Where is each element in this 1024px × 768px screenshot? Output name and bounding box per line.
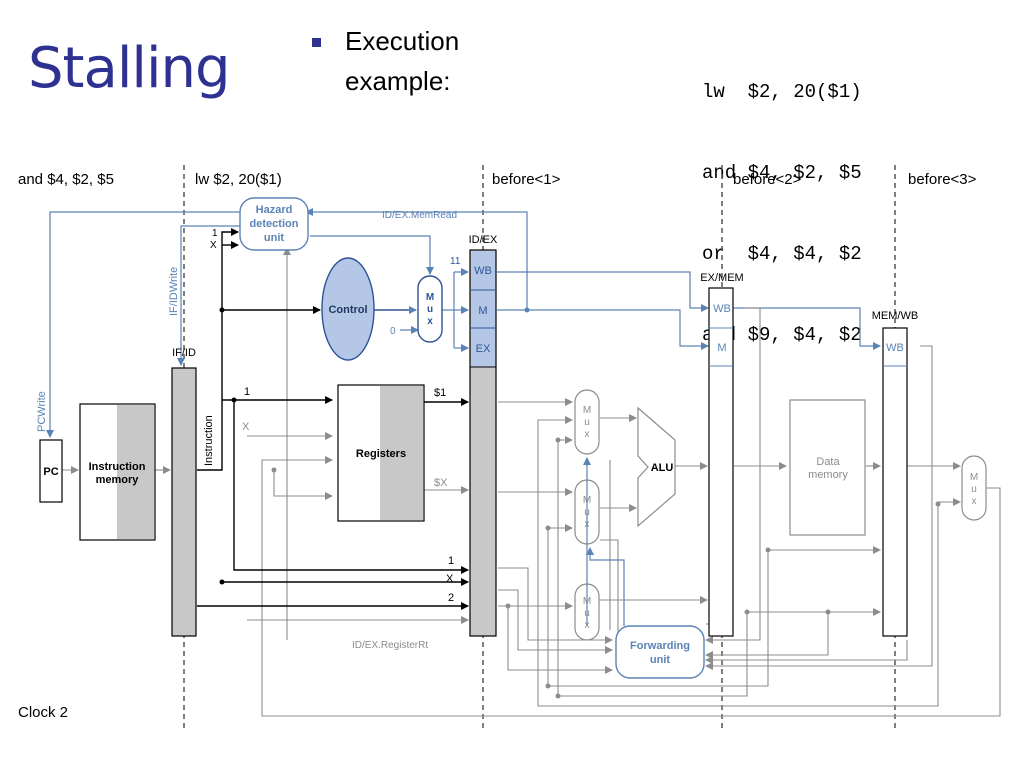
forwarding-label-2: unit — [650, 654, 670, 666]
control-mux-x: x — [427, 316, 433, 327]
id-ex-ex: EX — [476, 343, 491, 355]
ex-mem-label: EX/MEM — [700, 272, 743, 284]
id-ex-wb: WB — [474, 265, 492, 277]
reg-output-s1: $1 — [434, 387, 446, 399]
mem-wb-register — [882, 327, 908, 637]
clock-label: Clock 2 — [18, 704, 68, 721]
control-label: Control — [328, 304, 367, 316]
idex-registerrt-label: ID/EX.RegisterRt — [352, 640, 428, 651]
ex-mem-wb: WB — [713, 303, 731, 315]
ex-mem-register — [708, 287, 734, 637]
alu — [637, 406, 676, 528]
hazard-detection-unit — [239, 197, 309, 251]
instruction-label: Instruction — [203, 415, 215, 466]
bullet-text-line1: Execution — [345, 26, 460, 56]
stage-label-id: lw $2, 20($1) — [195, 171, 282, 188]
mem-wb-label: MEM/WB — [872, 310, 918, 322]
mux-input-11: 11 — [450, 256, 461, 267]
data-memory-label-1: Data — [816, 456, 840, 468]
id-ex-control-section — [471, 251, 495, 367]
control-mux-u: u — [427, 304, 433, 315]
hazard-label-2: detection — [250, 218, 299, 230]
code-line-2: and $4, $2, $5 — [702, 162, 862, 184]
bullet-marker — [312, 38, 321, 47]
reg-input-1: 1 — [244, 386, 250, 398]
alu-label: ALU — [651, 462, 674, 474]
field-value-2: 2 — [448, 592, 454, 604]
reg-input-x: X — [242, 421, 250, 433]
registers-label: Registers — [356, 448, 406, 460]
pcwrite-label: PCWrite — [36, 391, 48, 432]
instruction-memory-shade — [117, 405, 154, 539]
if-idwrite-label: IF/IDWrite — [168, 267, 180, 316]
hazard-wiring — [46, 208, 881, 438]
mux-top-u: u — [584, 417, 590, 428]
mux-top-m: M — [583, 405, 591, 416]
field-value-x: X — [446, 573, 454, 585]
alu-mux-top: M u x — [574, 389, 600, 455]
stage-label-ex: before<1> — [492, 171, 561, 188]
mux-top-x: x — [585, 429, 590, 440]
mem-wb-wb: WB — [886, 342, 904, 354]
mux-wb-m: M — [970, 472, 978, 483]
mux-wb-x: x — [972, 496, 977, 507]
data-memory-label-2: memory — [808, 469, 848, 481]
hazard-input-x: X — [210, 240, 217, 251]
register-file-shade — [380, 386, 423, 520]
hazard-label-1: Hazard — [256, 204, 293, 216]
datapath-junctions — [271, 437, 941, 699]
if-id-register — [171, 367, 197, 637]
slide-title: Stalling — [28, 36, 231, 101]
idex-memread-label: ID/EX.MemRead — [382, 210, 457, 221]
stage-label-mem: before<2> — [733, 171, 802, 188]
instruction-memory-label-1: Instruction — [89, 461, 146, 473]
code-line-3: or $4, $4, $2 — [702, 243, 862, 265]
fwd-select-b — [586, 547, 625, 626]
field-value-1: 1 — [448, 555, 454, 567]
control-unit — [321, 257, 375, 361]
hazard-label-3: unit — [264, 232, 284, 244]
datapath-wiring — [61, 247, 1001, 717]
if-id-label: IF/ID — [172, 347, 196, 359]
control-mux — [417, 275, 443, 343]
pc-register — [39, 439, 63, 503]
junction-dot — [524, 307, 530, 313]
stage-label-wb: before<3> — [908, 171, 977, 188]
hazard-input-1: 1 — [212, 228, 218, 239]
id-ex-label: ID/EX — [469, 234, 498, 246]
control-mux-m: M — [426, 292, 434, 303]
reg-output-sx: $X — [434, 477, 448, 489]
instruction-wiring — [197, 228, 469, 610]
id-ex-m: M — [478, 305, 487, 317]
code-line-1: lw $2, 20($1) — [702, 81, 862, 103]
mux-wb-u: u — [971, 484, 977, 495]
forwarding-unit — [615, 625, 705, 679]
pc-label: PC — [43, 466, 58, 478]
data-memory — [789, 399, 866, 536]
mux-input-0: 0 — [390, 326, 396, 337]
instruction-memory-label-2: memory — [96, 474, 140, 486]
forwarding-label-1: Forwarding — [630, 640, 690, 652]
bullet-text-line2: example: — [345, 66, 451, 96]
stage-label-if: and $4, $2, $5 — [18, 171, 114, 188]
writeback-mux: M u x — [961, 455, 987, 521]
ex-mem-m: M — [717, 342, 726, 354]
instruction-junctions — [219, 307, 237, 585]
